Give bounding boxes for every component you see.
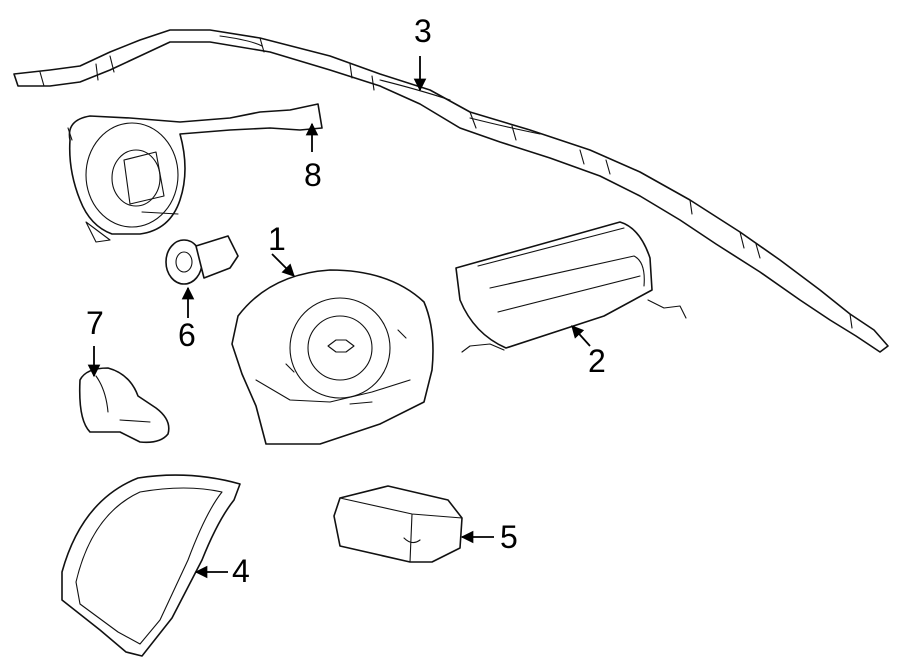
leader-1 (271, 253, 295, 277)
callout-7: 7 (86, 305, 104, 341)
leader-2 (571, 325, 591, 347)
driver-airbag-module (231, 269, 434, 445)
side-airbag-panel (61, 474, 241, 657)
curtain-airbag (13, 29, 889, 353)
clockspring (67, 103, 323, 243)
callout-3: 3 (414, 13, 432, 49)
callout-5: 5 (500, 519, 518, 555)
callout-6: 6 (178, 317, 196, 353)
callout-8: 8 (304, 157, 322, 193)
knee-cover (78, 367, 170, 444)
callout-2: 2 (588, 343, 606, 379)
sensor-module (333, 485, 463, 563)
callout-4: 4 (232, 553, 250, 589)
plug-connector (165, 235, 239, 285)
leader-lines (87, 56, 591, 579)
callout-1: 1 (268, 221, 286, 257)
passenger-airbag-module (455, 221, 687, 353)
